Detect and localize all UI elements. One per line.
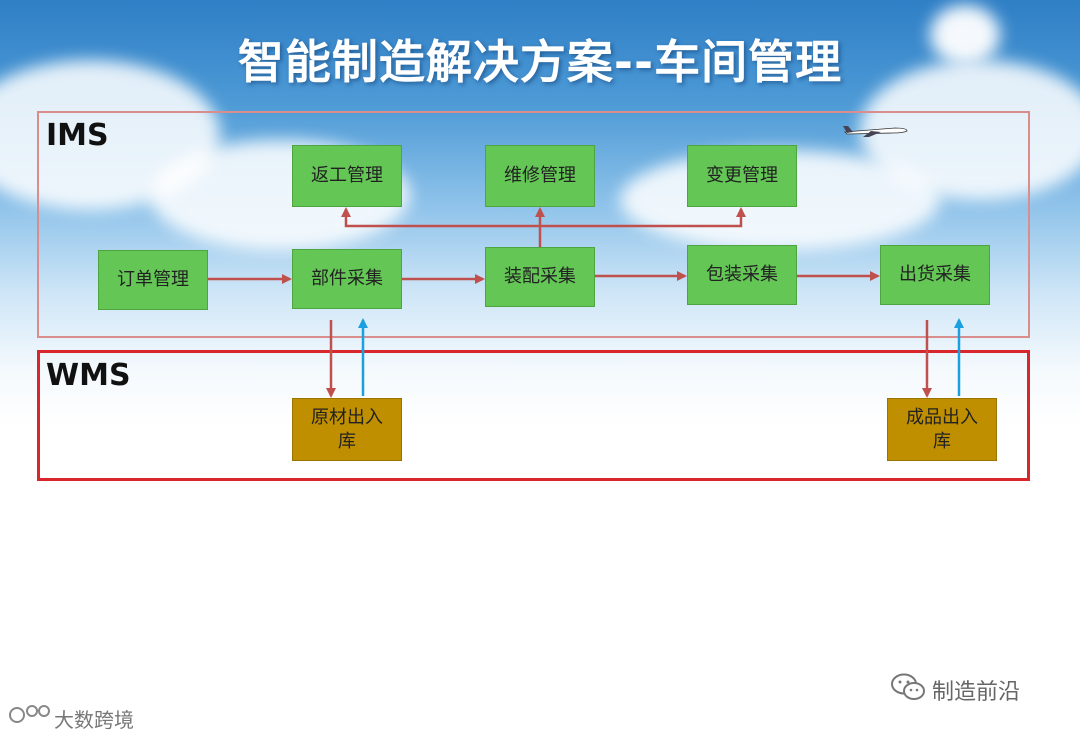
- flow-arrow-to-change: [540, 207, 746, 228]
- watermark-logo-icon: [9, 705, 50, 723]
- node-finished-goods-warehouse-line1: 成品出入: [906, 406, 978, 428]
- page-title: 智能制造解决方案--车间管理: [237, 35, 843, 89]
- node-finished-goods-warehouse-line2: 库: [933, 430, 951, 452]
- watermark-left: 大数跨境: [54, 708, 134, 732]
- ims-zone-label: IMS: [46, 118, 109, 153]
- node-packing-collection: 包装采集: [687, 245, 797, 305]
- ims-zone: [37, 111, 1030, 338]
- flow-arrow-to-rework: [341, 207, 540, 228]
- node-finished-goods-warehouse: 成品出入 库: [887, 398, 997, 461]
- wechat-icon: [891, 673, 925, 700]
- node-rework-management: 返工管理: [292, 145, 402, 207]
- node-assembly-collection: 装配采集: [485, 247, 595, 307]
- airplane-icon: [843, 126, 908, 137]
- node-raw-material-warehouse-line2: 库: [338, 430, 356, 452]
- node-order-management: 订单管理: [98, 250, 208, 310]
- sun-glow: [930, 5, 1000, 65]
- node-repair-management: 维修管理: [485, 145, 595, 207]
- watermark-right: 制造前沿: [932, 680, 1021, 705]
- wms-zone: [37, 350, 1030, 481]
- node-raw-material-warehouse-line1: 原材出入: [311, 406, 383, 428]
- node-raw-material-warehouse: 原材出入 库: [292, 398, 402, 461]
- wms-zone-label: WMS: [46, 358, 131, 393]
- node-change-management: 变更管理: [687, 145, 797, 207]
- node-shipping-collection: 出货采集: [880, 245, 990, 305]
- node-parts-collection: 部件采集: [292, 249, 402, 309]
